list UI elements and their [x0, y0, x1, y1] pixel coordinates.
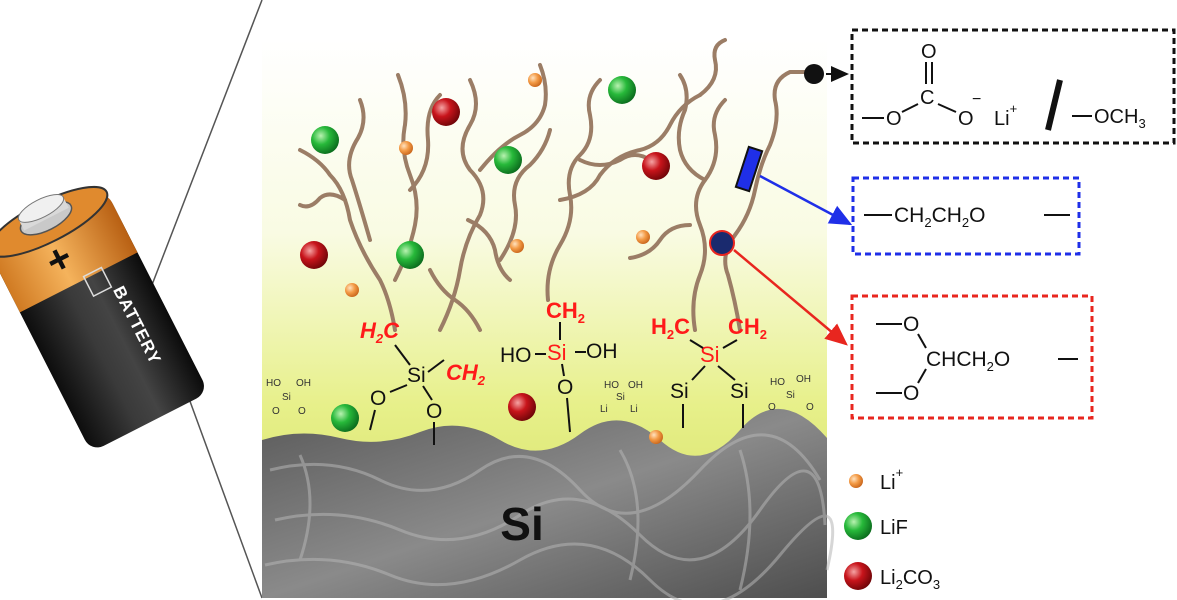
- branch-structure: O CHCH2O O: [850, 294, 1094, 420]
- li2co3-particles: [300, 98, 670, 421]
- battery-zoom-box: [82, 266, 113, 298]
- svg-text:OH: OH: [586, 340, 618, 363]
- svg-text:C: C: [920, 87, 934, 109]
- legend-item-li2co3: Li2CO3: [844, 562, 940, 592]
- svg-text:HO: HO: [604, 380, 619, 391]
- svg-text:Si: Si: [730, 380, 749, 403]
- svg-text:H2C: H2C: [651, 314, 690, 342]
- svg-text:Si: Si: [547, 340, 567, 365]
- polymer-chains: [298, 38, 810, 332]
- svg-text:HO: HO: [500, 344, 532, 367]
- anchor-left: H2C CH2 Si O O: [360, 318, 486, 445]
- svg-text:Li: Li: [630, 404, 638, 415]
- ether-arrow: [759, 174, 853, 226]
- svg-text:Si: Si: [670, 380, 689, 403]
- minor-anchor-middle: HO OH Si Li Li: [600, 380, 643, 415]
- svg-text:O: O: [886, 108, 902, 130]
- anchor-middle: CH2 Si HO OH O: [500, 298, 618, 433]
- svg-text:O: O: [557, 376, 573, 399]
- svg-text:Si: Si: [616, 392, 625, 403]
- branch-point-marker: [709, 230, 735, 256]
- svg-text:Si: Si: [700, 342, 720, 367]
- svg-text:O: O: [426, 400, 442, 423]
- svg-text:O: O: [921, 41, 937, 63]
- minor-anchor-left: HO OH Si O O: [266, 378, 311, 417]
- branch-arrow: [733, 249, 848, 346]
- svg-text:O: O: [272, 406, 280, 417]
- svg-text:O: O: [903, 382, 919, 405]
- svg-text:O: O: [370, 387, 386, 410]
- svg-text:O: O: [298, 406, 306, 417]
- svg-text:CHCH2O: CHCH2O: [926, 348, 1010, 374]
- svg-text:Li+: Li+: [880, 465, 903, 494]
- svg-text:Li: Li: [600, 404, 608, 415]
- svg-text:OH: OH: [796, 374, 811, 385]
- svg-text:Si: Si: [786, 390, 795, 401]
- legend-item-li-ion: Li+: [849, 465, 903, 494]
- svg-text:O: O: [903, 313, 919, 336]
- svg-text:OCH3: OCH3: [1094, 106, 1146, 131]
- minor-anchor-right: HO OH Si O O: [768, 374, 814, 413]
- zoom-line-top: [149, 0, 263, 291]
- legend-item-lif: LiF: [844, 512, 908, 540]
- anchor-right: H2C CH2 Si Si Si: [651, 314, 767, 428]
- svg-text:Li2CO3: Li2CO3: [880, 567, 940, 592]
- battery-icon: + BATTERY: [0, 185, 204, 448]
- svg-text:O: O: [806, 402, 814, 413]
- svg-text:HO: HO: [266, 378, 281, 389]
- svg-text:Si: Si: [282, 392, 291, 403]
- svg-text:CH2: CH2: [728, 314, 767, 342]
- ether-structure: CH2CH2O: [851, 176, 1081, 256]
- svg-text:CH2: CH2: [546, 298, 585, 326]
- legend: Li+ LiF Li2CO3: [844, 465, 940, 592]
- svg-text:CH2CH2O: CH2CH2O: [894, 204, 986, 230]
- svg-text:LiF: LiF: [880, 517, 908, 539]
- svg-text:O: O: [958, 108, 974, 130]
- svg-text:H2C: H2C: [360, 318, 400, 346]
- svg-text:−: −: [972, 91, 981, 108]
- svg-text:OH: OH: [628, 380, 643, 391]
- svg-text:OH: OH: [296, 378, 311, 389]
- svg-text:Li+: Li+: [994, 101, 1017, 130]
- carbonate-structure: O C O O − Li+ OCH3: [850, 28, 1176, 145]
- svg-text:Si: Si: [407, 364, 426, 387]
- svg-text:HO: HO: [770, 377, 785, 388]
- svg-text:O: O: [768, 402, 776, 413]
- lif-particles: [311, 76, 636, 432]
- ether-segment-marker: [734, 145, 764, 193]
- svg-text:CH2: CH2: [446, 360, 486, 388]
- silicon-texture: [264, 433, 835, 600]
- carbonate-end-marker: [804, 64, 824, 84]
- li-ion-particles: [345, 73, 663, 444]
- silicon-label: Si: [500, 498, 543, 550]
